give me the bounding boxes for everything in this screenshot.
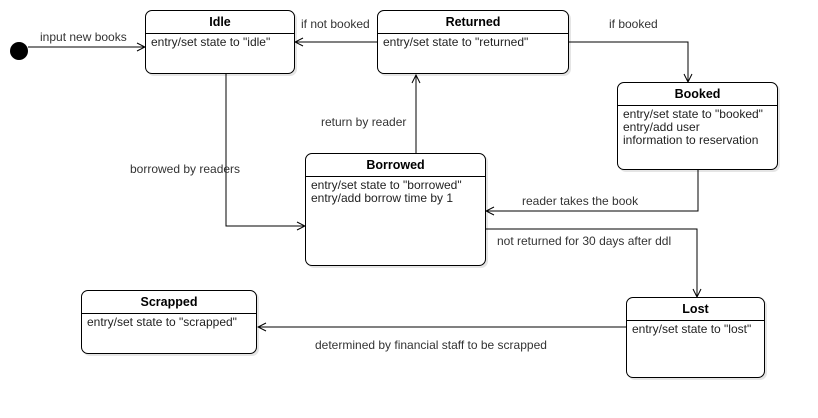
state-action: entry/set state to "lost" — [632, 322, 752, 336]
state-action: entry/set state to "scrapped" — [87, 315, 237, 329]
state-scrapped[interactable]: Scrapped entry/set state to "scrapped" — [81, 290, 257, 354]
state-booked[interactable]: Booked entry/set state to "booked" entry… — [617, 82, 778, 170]
state-action: entry/add user — [623, 120, 700, 134]
state-title: Lost — [627, 298, 764, 321]
label-return-by-reader: return by reader — [321, 115, 407, 129]
edge-borrowed-to-lost — [486, 228, 697, 297]
state-lost[interactable]: Lost entry/set state to "lost" — [626, 297, 765, 378]
label-if-booked: if booked — [609, 17, 658, 31]
label-if-not-booked: if not booked — [301, 17, 370, 31]
state-title: Returned — [378, 11, 568, 34]
state-action: entry/add borrow time by 1 — [311, 191, 454, 205]
initial-state-node — [10, 42, 28, 60]
state-action: entry/set state to "returned" — [383, 35, 529, 49]
edge-idle-to-borrowed — [225, 74, 305, 226]
edge-booked-to-borrowed — [486, 170, 699, 211]
state-action: entry/set state to "idle" — [151, 35, 271, 49]
state-actions: entry/set state to "idle" — [146, 34, 294, 51]
state-title: Booked — [618, 83, 777, 106]
label-reader-takes-the-book: reader takes the book — [522, 194, 639, 208]
label-not-returned: not returned for 30 days after ddl — [497, 234, 672, 248]
state-title: Scrapped — [82, 291, 256, 314]
label-borrowed-by-readers: borrowed by readers — [130, 162, 241, 176]
label-input-new-books: input new books — [40, 30, 127, 44]
state-actions: entry/set state to "booked" entry/add us… — [618, 106, 777, 149]
state-action: information to reservation — [623, 133, 759, 147]
state-borrowed[interactable]: Borrowed entry/set state to "borrowed" e… — [305, 153, 486, 266]
edge-returned-to-booked — [569, 41, 688, 82]
state-actions: entry/set state to "borrowed" entry/add … — [306, 177, 485, 207]
state-action: entry/set state to "booked" — [623, 107, 763, 121]
state-action: entry/set state to "borrowed" — [311, 178, 462, 192]
label-determined-scrapped: determined by financial staff to be scra… — [315, 338, 547, 352]
state-title: Idle — [146, 11, 294, 34]
state-actions: entry/set state to "scrapped" — [82, 314, 256, 331]
state-actions: entry/set state to "lost" — [627, 321, 764, 338]
state-returned[interactable]: Returned entry/set state to "returned" — [377, 10, 569, 74]
state-actions: entry/set state to "returned" — [378, 34, 568, 51]
state-title: Borrowed — [306, 154, 485, 177]
state-idle[interactable]: Idle entry/set state to "idle" — [145, 10, 295, 74]
